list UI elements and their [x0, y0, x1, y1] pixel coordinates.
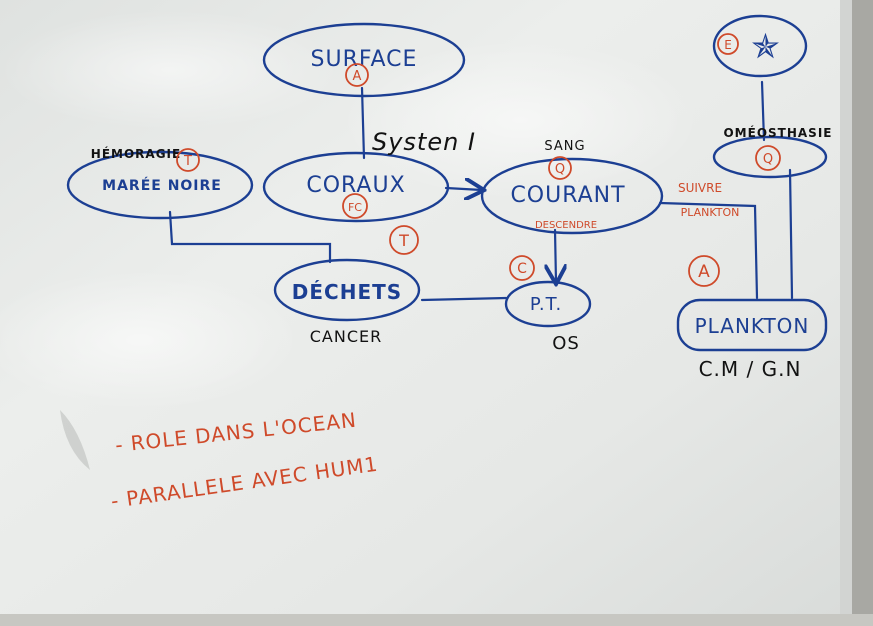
dechets-mark: T: [398, 231, 409, 250]
coraux-mark: FC: [348, 201, 362, 214]
coraux-mark-circle: [342, 193, 368, 219]
maree-mark: T: [183, 154, 192, 169]
plankton-label: PLANKTON: [695, 314, 810, 338]
maree-label: MARÉE NOIRE: [102, 177, 222, 194]
homeo-label: OMÉOSTHASIE: [723, 125, 832, 140]
star-mark: E: [724, 38, 732, 52]
dechets-below-label: CANCER: [310, 327, 382, 346]
star-node: [712, 14, 808, 78]
maree-above-label: HÉMORAGIE: [91, 146, 181, 161]
dechets-node: [273, 258, 421, 322]
pt-label: P.T.: [530, 294, 562, 315]
surface-label: SURFACE: [311, 47, 418, 72]
pt-mark-circle: [509, 255, 535, 281]
pt-below-label: OS: [552, 333, 580, 354]
coraux-node: [262, 151, 450, 223]
homeo-mark: Q: [763, 152, 773, 167]
smudge: [60, 410, 90, 470]
surface-node: [262, 22, 466, 98]
plankton-below-label: C.M / G.N: [699, 357, 802, 381]
surface-mark: A: [353, 69, 362, 84]
plankton-node: [676, 298, 828, 352]
courant-mark: Q: [555, 162, 565, 177]
courant-mark-circle: [548, 156, 572, 180]
courant-above-label: SANG: [544, 139, 585, 154]
board-frame-bottom: [0, 614, 873, 626]
surface-mark-circle: [345, 63, 369, 87]
maree-mark-circle: [176, 148, 200, 172]
system-label: Systen I: [372, 128, 476, 156]
board-frame-right: [852, 0, 873, 626]
courant-node: [480, 157, 664, 235]
connections: [168, 80, 794, 302]
suivre-plankton-label: PLANKTON: [681, 206, 740, 219]
courant-label: COURANT: [510, 183, 625, 208]
courant-below-label: DESCENDRE: [535, 220, 597, 231]
homeo-mark-circle: [755, 145, 781, 171]
dechets-label: DÉCHETS: [292, 280, 402, 304]
maree-node: [66, 150, 254, 220]
star-mark-circle: [717, 33, 739, 55]
pt-node: [504, 280, 592, 328]
plankton-mark: A: [698, 262, 710, 282]
suivre-label: SUIVRE: [678, 181, 722, 195]
dechets-mark-circle: [389, 225, 419, 255]
plankton-mark-circle: [688, 255, 720, 287]
homeo-node: [712, 135, 828, 179]
star-label: ✯: [751, 27, 781, 67]
pt-mark: C: [517, 261, 527, 277]
